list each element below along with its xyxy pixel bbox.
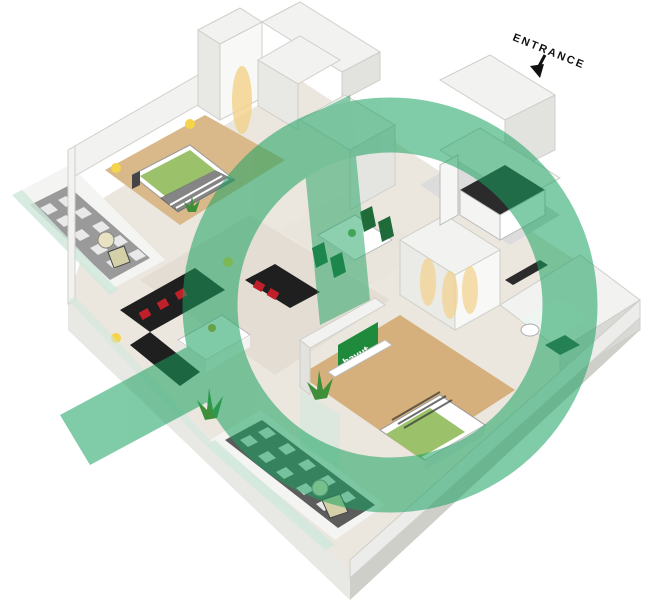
bed-1 bbox=[131, 144, 236, 213]
balcony-bottom-glass bbox=[205, 440, 335, 550]
tv: bayut bbox=[327, 322, 393, 378]
watermark-logo bbox=[60, 95, 598, 513]
entrance-label: ENTRANCE bbox=[511, 32, 587, 72]
entrance-marker: ENTRANCE bbox=[511, 32, 587, 78]
balcony-left-glass bbox=[12, 190, 118, 295]
balcony-left-table bbox=[97, 231, 115, 249]
dining-table bbox=[312, 206, 394, 278]
entrance-arrow-icon bbox=[530, 54, 547, 78]
wall-lights bbox=[232, 66, 478, 319]
balcony-left-chair bbox=[107, 245, 131, 269]
